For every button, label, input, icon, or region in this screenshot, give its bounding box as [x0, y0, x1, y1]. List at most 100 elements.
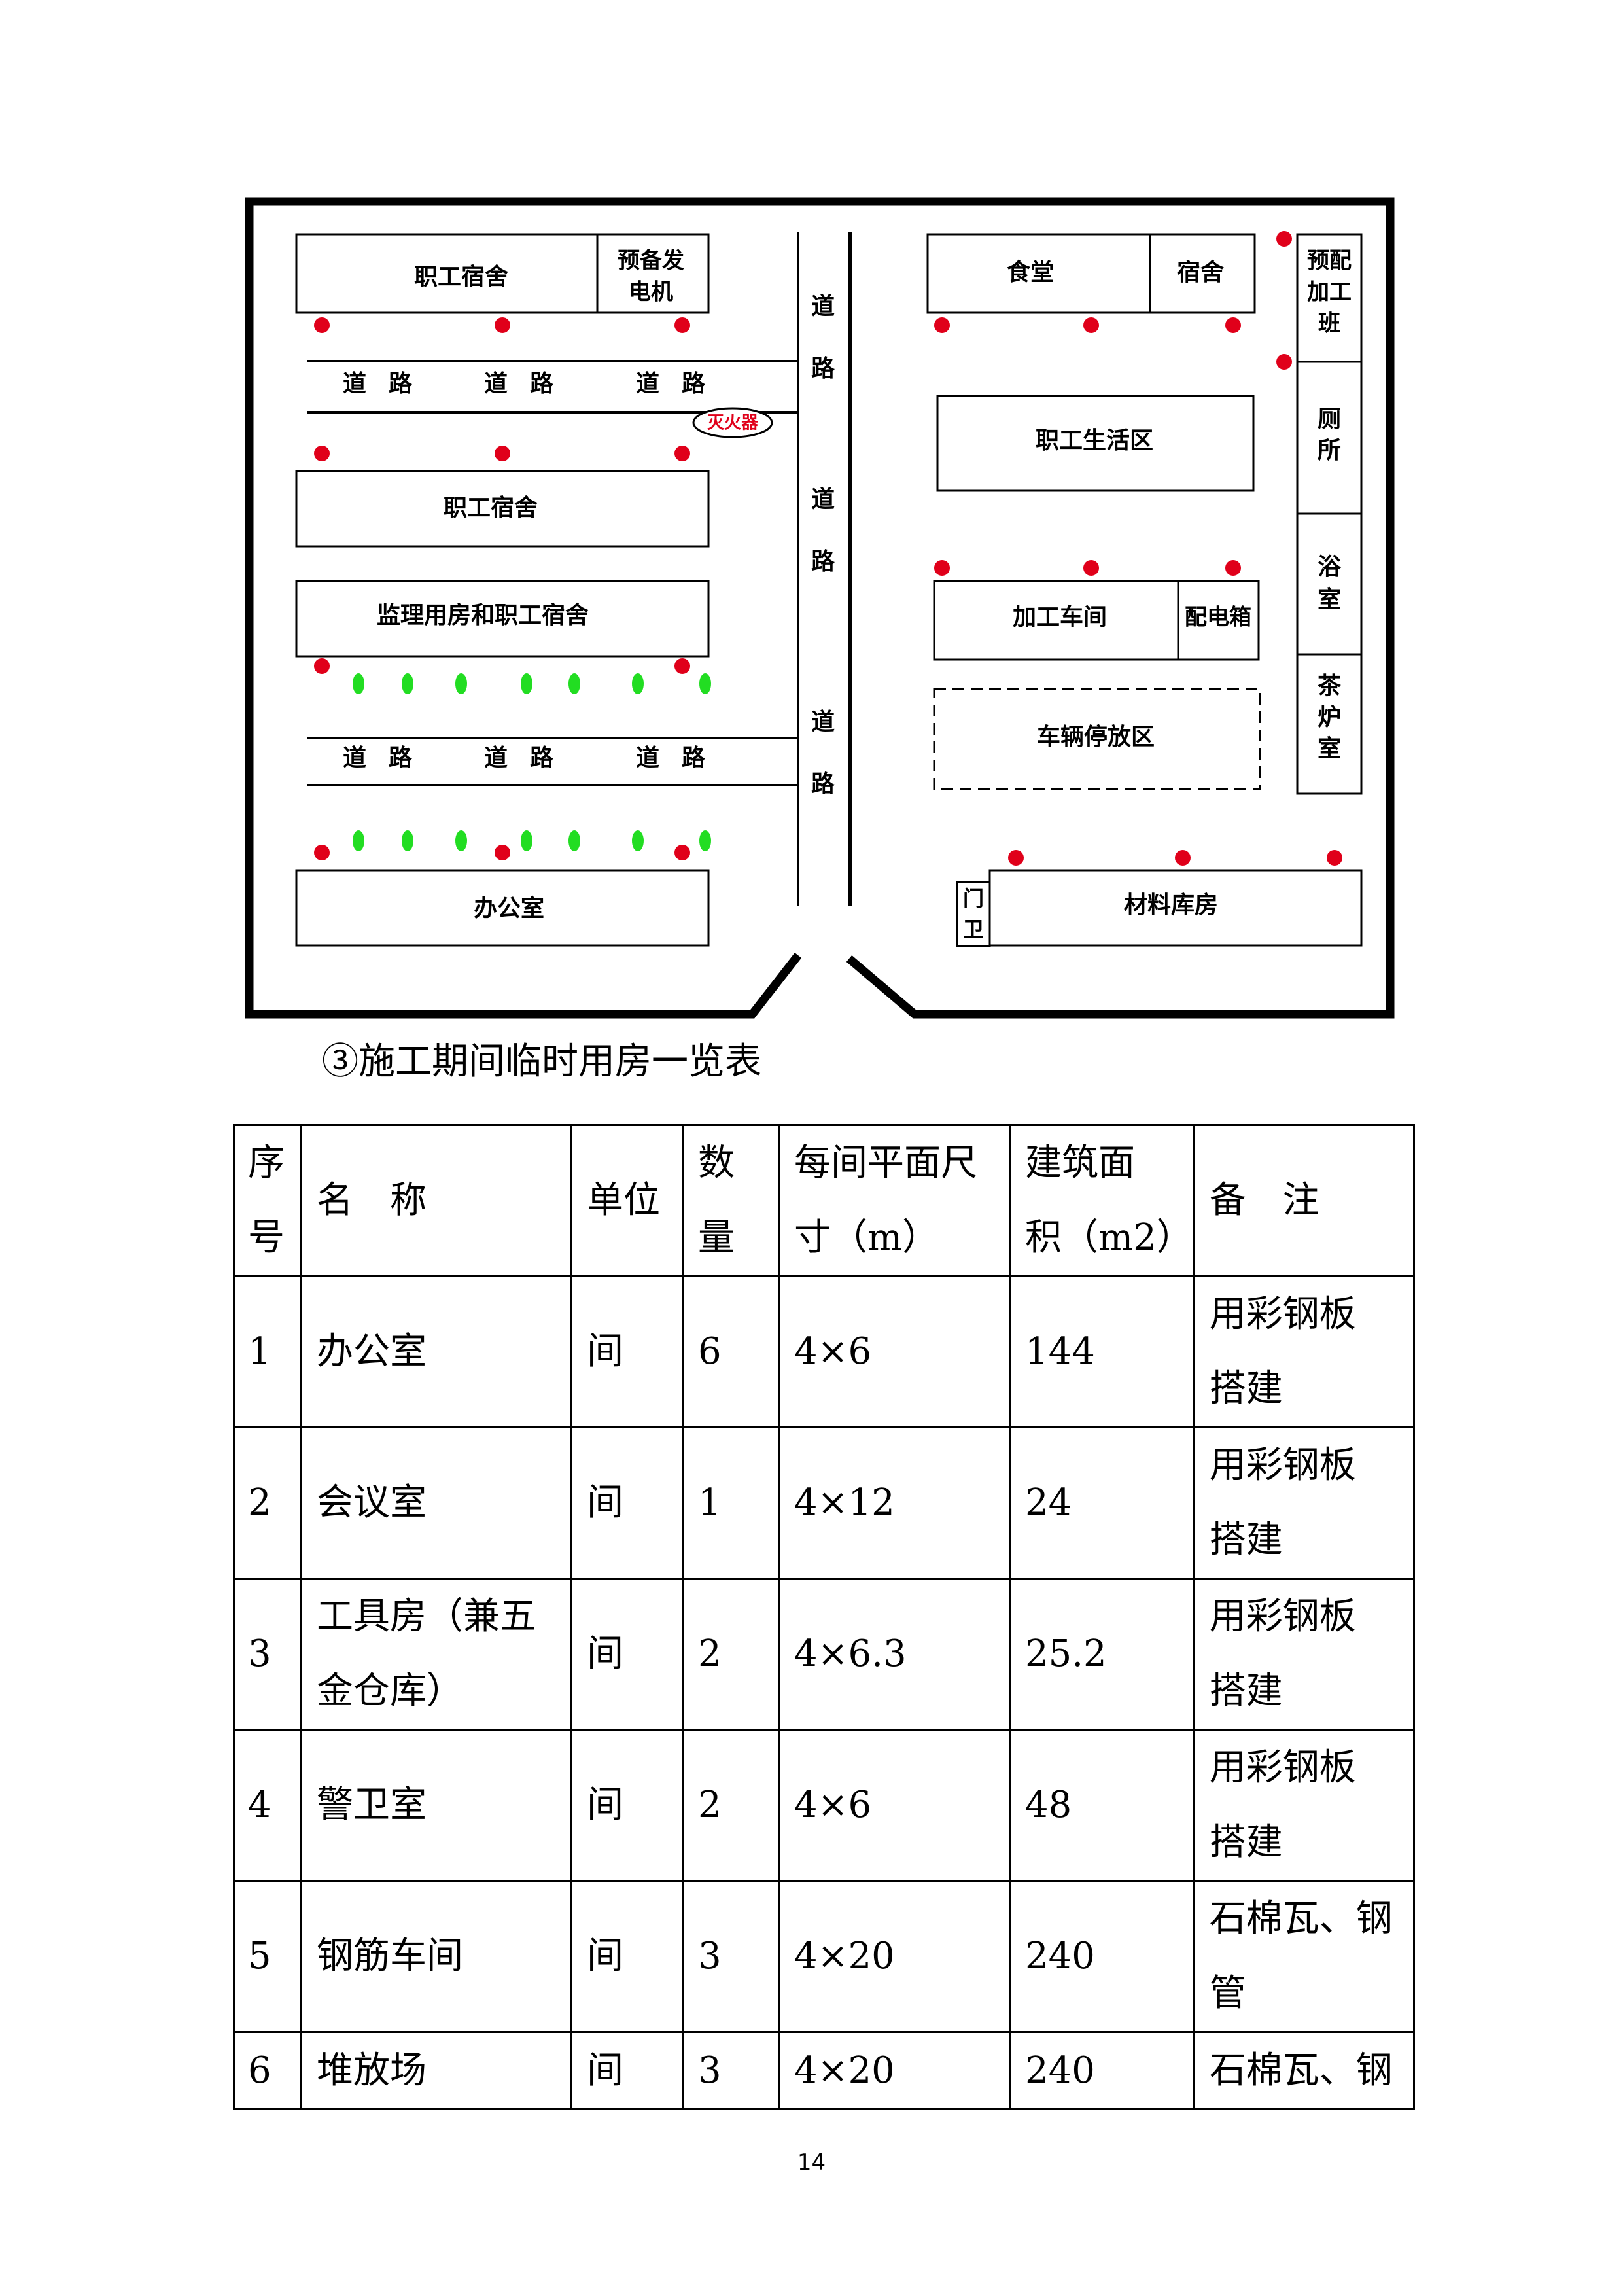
prefab-label-2: 加工: [1307, 279, 1352, 306]
dorm-small-label: 宿舍: [1177, 259, 1224, 286]
cell-size: 4×6: [778, 1275, 1011, 1428]
building-side-column: 预配 加工 班 厕 所 浴 室 茶 炉 室: [1296, 233, 1363, 795]
cell-seq: 6: [233, 2031, 302, 2110]
workshop-label: 加工车间: [1013, 604, 1107, 631]
cell-qty: 2: [682, 1729, 780, 1882]
cell-seq: 4: [233, 1729, 302, 1882]
cell-name: 会议室: [300, 1426, 572, 1580]
extinguisher-dot: [674, 317, 690, 333]
cell-unit: 间: [570, 1578, 684, 1731]
toilet-label-2: 所: [1318, 437, 1341, 464]
prefab-label-3: 班: [1318, 311, 1340, 337]
road-label-char: 道: [484, 745, 508, 771]
building-warehouse: 材料库房: [988, 869, 1363, 947]
cell-name: 警卫室: [300, 1729, 572, 1882]
cell-seq: 2: [233, 1426, 302, 1580]
cell-area: 25.2: [1009, 1578, 1195, 1731]
cell-size: 4×20: [778, 2031, 1011, 2110]
extinguisher-dot: [495, 845, 510, 860]
road-label-char: 路: [682, 370, 706, 397]
road-label-char: 道: [636, 745, 659, 771]
tree-mark: [568, 673, 580, 694]
header-qty: 数量: [682, 1124, 780, 1277]
cell-note: 石棉瓦、钢管: [1193, 1880, 1415, 2033]
cell-note: 用彩钢板搭建: [1193, 1578, 1415, 1731]
road-label-char: 路: [389, 370, 413, 397]
supervision-label: 监理用房和职工宿舍: [377, 602, 589, 629]
gate-label-1: 门: [963, 886, 984, 911]
building-dorm-mid: 职工宿舍: [295, 470, 710, 548]
table-row: 3 工具房（兼五金仓库） 间 2 4×6.3 25.2 用彩钢板搭建: [233, 1578, 1415, 1731]
building-dorm-small: 宿舍: [1149, 233, 1256, 314]
generator-label-line2: 电机: [629, 279, 673, 306]
extinguisher-dot: [1175, 850, 1191, 866]
tree-markers: [353, 673, 711, 851]
building-gatehouse: 门 卫: [956, 881, 991, 947]
generator-label-line1: 预备发: [618, 248, 684, 274]
road-label-char: 路: [811, 771, 835, 798]
tree-mark: [699, 830, 711, 851]
table-row: 1 办公室 间 6 4×6 144 用彩钢板搭建: [233, 1275, 1415, 1428]
cell-qty: 3: [682, 2031, 780, 2110]
building-office: 办公室: [295, 869, 710, 947]
boiler-label-3: 室: [1318, 735, 1341, 762]
cell-size: 4×6.3: [778, 1578, 1011, 1731]
road-label-char: 道: [811, 486, 835, 513]
building-distribution-box: 配电箱: [1177, 580, 1260, 661]
canteen-label: 食堂: [1007, 259, 1054, 286]
extinguisher-dot: [314, 446, 330, 461]
extinguisher-dot: [1276, 354, 1292, 370]
temporary-housing-table: 序号 名 称 单位 数量 每间平面尺寸（m） 建筑面积（m2） 备 注 1 办公…: [233, 1124, 1415, 2110]
cell-unit: 间: [570, 2031, 684, 2110]
extinguisher-dot: [1083, 317, 1099, 333]
cell-qty: 2: [682, 1578, 780, 1731]
extinguisher-dot: [934, 317, 950, 333]
cell-name: 钢筋车间: [300, 1880, 572, 2033]
gate-label-2: 卫: [963, 917, 984, 942]
cell-note: 用彩钢板搭建: [1193, 1426, 1415, 1580]
building-living-area: 职工生活区: [936, 395, 1255, 492]
header-area: 建筑面积（m2）: [1009, 1124, 1195, 1277]
parking-label: 车辆停放区: [1037, 724, 1155, 751]
road-label-char: 路: [530, 370, 554, 397]
header-seq: 序号: [233, 1124, 302, 1277]
header-note: 备 注: [1193, 1124, 1415, 1277]
cell-note: 用彩钢板搭建: [1193, 1275, 1415, 1428]
toilet-label-1: 厕: [1318, 406, 1341, 433]
tree-mark: [568, 830, 580, 851]
extinguisher-dot: [1276, 231, 1292, 247]
cell-qty: 6: [682, 1275, 780, 1428]
cell-name: 堆放场: [300, 2031, 572, 2110]
building-supervision-dorm: 监理用房和职工宿舍: [295, 580, 710, 658]
road-label-char: 道: [636, 370, 659, 397]
table-header-row: 序号 名 称 单位 数量 每间平面尺寸（m） 建筑面积（m2） 备 注: [233, 1124, 1415, 1277]
tree-mark: [353, 830, 364, 851]
road-label-char: 路: [811, 548, 835, 575]
extinguisher-dot: [495, 317, 510, 333]
tree-mark: [521, 830, 532, 851]
bath-label-2: 室: [1318, 586, 1341, 613]
cell-seq: 5: [233, 1880, 302, 2033]
bath-label-1: 浴: [1318, 554, 1342, 580]
extinguisher-label: 灭火器: [707, 414, 759, 433]
boiler-label-2: 炉: [1318, 704, 1341, 731]
extinguisher-dot: [1225, 317, 1241, 333]
extinguisher-dot: [1083, 560, 1099, 576]
extinguisher-dot: [314, 658, 330, 674]
dorm-top-label: 职工宿舍: [414, 264, 508, 291]
road-label-char: 路: [530, 745, 554, 771]
cell-note: 用彩钢板搭建: [1193, 1729, 1415, 1882]
cell-size: 4×12: [778, 1426, 1011, 1580]
cell-seq: 1: [233, 1275, 302, 1428]
site-boundary-wall: [245, 197, 1395, 1019]
table-caption: ③施工期间临时用房一览表: [322, 1040, 761, 1083]
warehouse-label: 材料库房: [1124, 892, 1218, 919]
tree-mark: [632, 673, 644, 694]
cell-unit: 间: [570, 1275, 684, 1428]
table-row: 5 钢筋车间 间 3 4×20 240 石棉瓦、钢管: [233, 1880, 1415, 2033]
extinguisher-dot: [314, 845, 330, 860]
table-row: 6 堆放场 间 3 4×20 240 石棉瓦、钢: [233, 2031, 1415, 2110]
tree-mark: [455, 673, 467, 694]
prefab-label-1: 预配: [1307, 248, 1352, 274]
extinguisher-callout: 灭火器: [692, 407, 773, 438]
